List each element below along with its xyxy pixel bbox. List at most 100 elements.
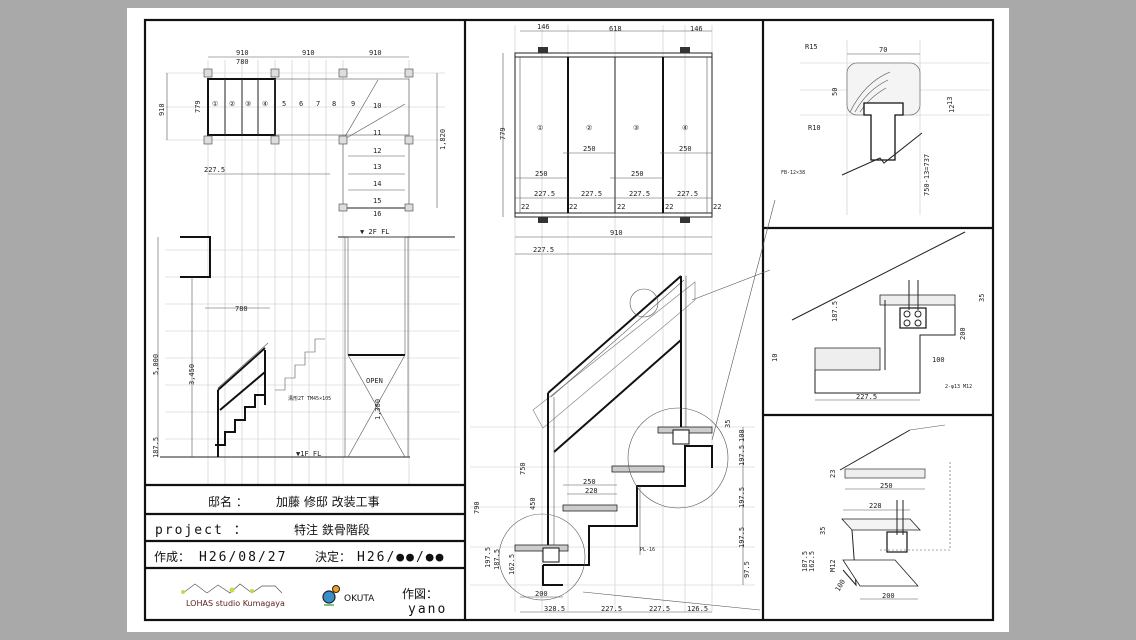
- dim-label: 197.5: [738, 487, 746, 508]
- floor-level-2f: ▼ 2F FL: [360, 228, 390, 236]
- step-number: ④: [682, 124, 688, 132]
- note: PL-16: [640, 547, 655, 553]
- dim-label: 1,820: [439, 129, 447, 150]
- dim-label: 250: [535, 170, 548, 178]
- step-number: 6: [299, 100, 303, 108]
- dim-label: 910: [610, 229, 623, 237]
- dim-label: 250: [631, 170, 644, 178]
- dim-label: 12: [948, 105, 956, 113]
- dim-label: 70: [879, 46, 887, 54]
- step-number: ①: [212, 100, 218, 108]
- floor-level-1f: ▼1F FL: [296, 450, 321, 458]
- dim-label: 35: [819, 527, 827, 535]
- dim-label: 750-13=737: [923, 154, 931, 196]
- note: 2-φ13 M12: [945, 384, 972, 390]
- step-number: 12: [373, 147, 381, 155]
- dim-label: 250: [880, 482, 893, 490]
- dim-label: 126.5: [687, 605, 708, 613]
- dim-label: 97.5: [743, 561, 751, 578]
- note: 溝形2T TM45×105: [288, 395, 331, 402]
- dim-label: 22: [521, 203, 529, 211]
- detail-base-plate: 250 23 228 200 35 187.5 162.5 M12 100: [801, 424, 951, 600]
- dim-label: 250: [679, 145, 692, 153]
- note: FB-12×38: [781, 170, 805, 176]
- dim-label: 227.5: [533, 246, 554, 254]
- created-label: 作成：: [154, 550, 190, 564]
- step-number: ②: [586, 124, 592, 132]
- dim-label: 618: [609, 25, 622, 33]
- dim-label: 10: [771, 354, 779, 362]
- dim-label: 910: [236, 49, 249, 57]
- sheet-frame: [143, 18, 995, 622]
- dim-label: 450: [529, 497, 537, 510]
- project-label: project ：: [155, 523, 249, 538]
- step-number: ②: [229, 100, 235, 108]
- title-block: 邸名 ： 加藤 修邸 改装工事 project ： 特注 鉄骨階段 作成： H2…: [145, 483, 465, 617]
- dim-label: 227.5: [856, 393, 877, 401]
- step-number: ③: [245, 100, 251, 108]
- dim-label: 3,450: [188, 364, 196, 385]
- lohas-logo-text: LOHAS studio Kumagaya: [186, 599, 285, 608]
- dim-label: 50: [831, 88, 839, 96]
- dim-label: 227.5: [677, 190, 698, 198]
- dim-label: 5,000: [152, 354, 160, 375]
- step-number: ③: [633, 124, 639, 132]
- dim-label: 200: [535, 590, 548, 598]
- drawn-by-label: 作図：: [402, 587, 438, 601]
- dim-label: 100: [738, 429, 746, 442]
- dim-label: 23: [829, 470, 837, 478]
- dim-label: 35: [724, 420, 732, 428]
- left-stair-plan: 910 910 910 780 227.5 910 779 1,820 ① ② …: [158, 49, 447, 485]
- dim-label: 227.5: [601, 605, 622, 613]
- dim-label: 197.5: [738, 445, 746, 466]
- project-name: 特注 鉄骨階段: [294, 522, 370, 537]
- dim-label: M12: [829, 559, 837, 572]
- dim-label: 197.5: [738, 527, 746, 548]
- dim-label: 22: [617, 203, 625, 211]
- detail-tread-connection: 227.5 187.5 200 35 10 100 2-φ13 M12: [771, 231, 986, 401]
- decided-label: 決定：: [315, 549, 351, 564]
- dim-label: 910: [369, 49, 382, 57]
- drawn-by: yano: [408, 602, 447, 617]
- dim-label: 779: [499, 127, 507, 140]
- dim-label: 780: [236, 58, 249, 66]
- dim-label: 910: [158, 103, 166, 116]
- okuta-logo: OKUTA: [322, 585, 375, 606]
- dim-label: 162.5: [808, 551, 816, 572]
- step-number: ④: [262, 100, 268, 108]
- step-number: 13: [373, 163, 381, 171]
- dim-label: 187.5: [801, 551, 809, 572]
- dim-label: 22: [713, 203, 721, 211]
- dim-label: 197.5: [484, 547, 492, 568]
- step-number: 7: [316, 100, 320, 108]
- decided-date: H26/●●/●●: [357, 550, 445, 565]
- step-number: 8: [332, 100, 336, 108]
- step-number: 5: [282, 100, 286, 108]
- step-number: ①: [537, 124, 543, 132]
- step-number: 10: [373, 102, 381, 110]
- dim-label: 328.5: [544, 605, 565, 613]
- dim-label: 227.5: [649, 605, 670, 613]
- dim-label: 187.5: [493, 549, 501, 570]
- dim-label: 146: [690, 25, 703, 33]
- dim-label: 200: [882, 592, 895, 600]
- residence-name: 加藤 修邸 改装工事: [276, 494, 380, 509]
- dim-label: 227.5: [534, 190, 555, 198]
- dim-label: 227.5: [581, 190, 602, 198]
- open-label: OPEN: [366, 377, 383, 385]
- center-stair-plan: 146 618 146 779 ① ② ③ ④ 250 250 250 250 …: [499, 23, 721, 612]
- dim-label: 13: [946, 97, 954, 105]
- step-number: 15: [373, 197, 381, 205]
- dim-label: 1,380: [374, 399, 382, 420]
- dim-label: 227.5: [629, 190, 650, 198]
- detail-handrail-section: 70 R15 R10 50 13 12 750-13=737 FB-12×38: [781, 40, 990, 215]
- center-stair-elevation: 750 450 790 250 228 35 100 197.5 197.5 1…: [470, 199, 776, 613]
- lohas-logo: LOHAS studio Kumagaya: [181, 583, 285, 608]
- dim-label: 187.5: [831, 301, 839, 322]
- dim-label: 779: [194, 100, 202, 113]
- dim-label: 200: [959, 327, 967, 340]
- radius-label: R15: [805, 43, 818, 51]
- dim-label: 228: [585, 487, 598, 495]
- dim-label: 250: [583, 145, 596, 153]
